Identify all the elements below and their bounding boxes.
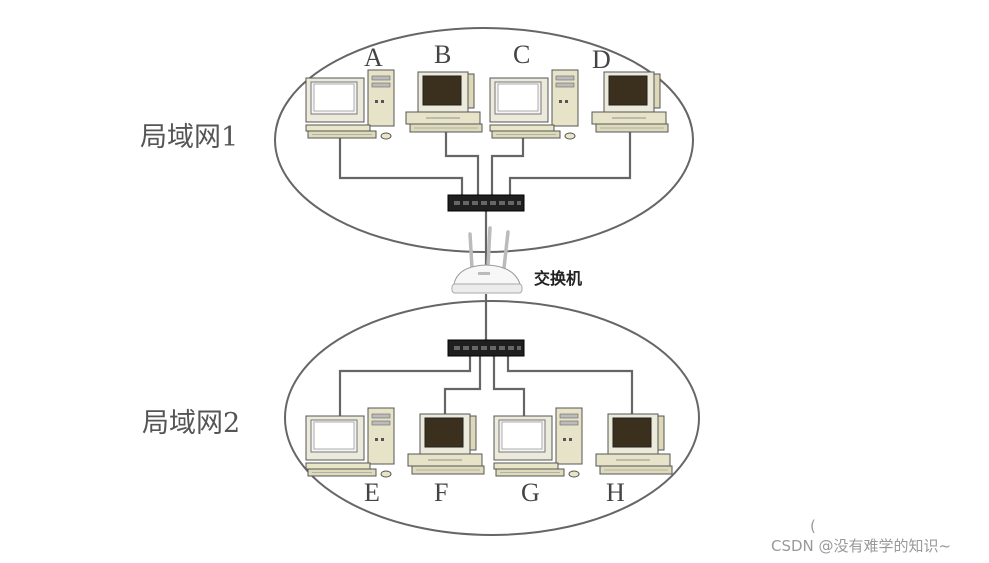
lan1-label: 局域网1: [140, 122, 238, 153]
watermark-mark: (: [810, 517, 816, 535]
watermark-text: CSDN @没有难学的知识~: [771, 537, 951, 555]
computer-b-icon: [405, 71, 483, 133]
lan1-cables: [338, 130, 632, 266]
computer-g-icon: [493, 407, 583, 478]
computer-label-h: H: [606, 478, 625, 507]
lan2-label: 局域网2: [142, 408, 240, 439]
computer-label-f: F: [434, 478, 448, 507]
computer-a-icon: [305, 69, 395, 140]
computer-label-a: A: [364, 43, 383, 72]
computer-h-icon: [595, 413, 673, 475]
computer-label-c: C: [513, 40, 530, 69]
computer-label-g: G: [521, 478, 540, 507]
lan2-cables: [338, 294, 634, 418]
computer-d-icon: [591, 71, 669, 133]
computer-label-e: E: [364, 478, 380, 507]
router-icon: [451, 226, 523, 294]
lan2-switch: [447, 339, 525, 357]
lan1-boundary: [274, 27, 694, 253]
computer-c-icon: [489, 69, 579, 140]
computer-label-d: D: [592, 45, 611, 74]
lan1-switch: [447, 194, 525, 212]
computer-e-icon: [305, 407, 395, 478]
router-label: 交换机: [534, 269, 582, 288]
computer-f-icon: [407, 413, 485, 475]
computer-label-b: B: [434, 40, 451, 69]
lan2-boundary: [284, 300, 700, 536]
